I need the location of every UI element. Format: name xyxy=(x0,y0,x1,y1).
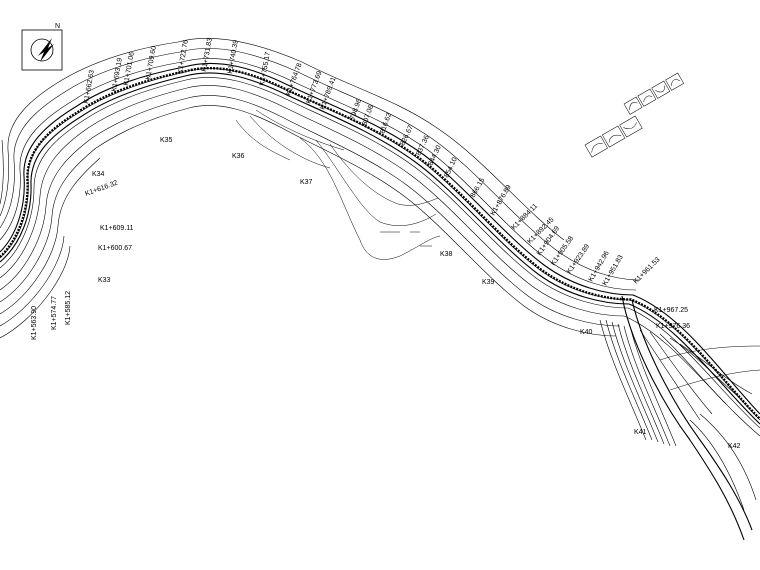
branch-area xyxy=(599,295,760,541)
north-label: N xyxy=(55,23,60,30)
station-label: 844.30 xyxy=(427,144,442,166)
station-label: K1+693.19 xyxy=(111,57,124,92)
km-marker-label: K35 xyxy=(160,137,173,144)
station-label: K1+609.11 xyxy=(100,225,134,232)
station-label: K1+600.67 xyxy=(98,245,132,252)
road-edges xyxy=(0,62,760,425)
km-marker-label: K37 xyxy=(300,179,313,186)
station-label: K1+662.63 xyxy=(83,69,96,104)
north-arrow: N xyxy=(21,23,63,71)
station-label: K1+701.06 xyxy=(123,51,136,86)
station-label: 798.96 xyxy=(349,98,363,121)
station-label: 816.62 xyxy=(379,112,393,135)
station-label: K1+585.12 xyxy=(65,291,72,325)
station-label: 807.06 xyxy=(361,104,375,127)
station-label: K1+967.25 xyxy=(654,307,688,314)
station-label: K1+616.32 xyxy=(84,180,119,198)
station-label: K1+876.89 xyxy=(490,184,513,217)
station-label: K1+574.77 xyxy=(51,296,58,330)
detail-sketches xyxy=(584,72,685,158)
station-label: 826.67 xyxy=(399,124,414,146)
station-label: K1+722.76 xyxy=(177,39,190,74)
station-label: 866.15 xyxy=(470,177,487,199)
km-marker-label: K36 xyxy=(232,153,245,160)
station-label: K1+563.90 xyxy=(31,306,38,340)
station-label: K1+740.39 xyxy=(227,39,240,74)
km-marker-label: K38 xyxy=(440,251,453,258)
station-label: K1+709.60 xyxy=(145,45,158,80)
km-marker-label: K34 xyxy=(92,171,105,178)
station-label: K1+976.36 xyxy=(656,323,690,330)
km-marker-label: K40 xyxy=(580,329,593,336)
km-marker-label: K39 xyxy=(482,279,495,286)
station-label: K1+961.53 xyxy=(632,256,661,285)
km-marker-label: K41 xyxy=(634,429,647,436)
km-marker-label: K42 xyxy=(728,443,741,450)
km-marker-label: K33 xyxy=(98,277,111,284)
station-label: 854.10 xyxy=(443,156,458,178)
road-contours xyxy=(0,38,760,437)
station-label: K1+789.41 xyxy=(319,76,337,111)
station-label: 837.36 xyxy=(415,134,430,156)
station-label: K1+884.11 xyxy=(510,203,539,232)
fill-area xyxy=(235,109,441,260)
